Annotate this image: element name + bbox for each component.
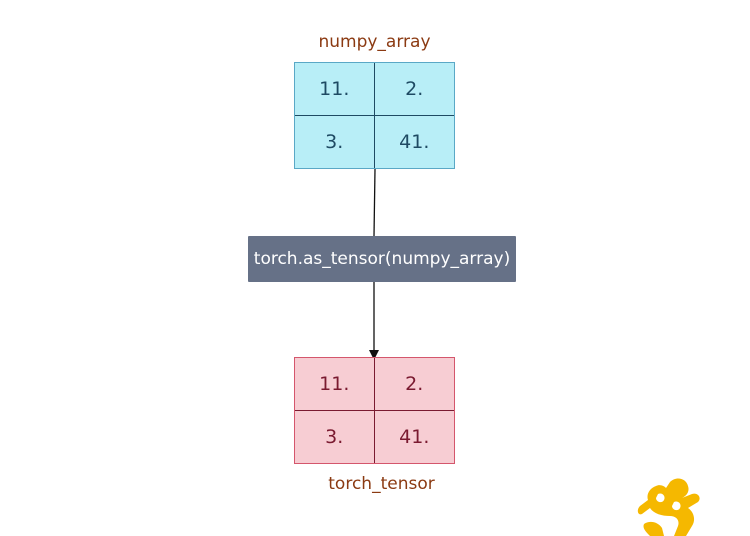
- operation-box: torch.as_tensor(numpy_array): [248, 236, 516, 282]
- numpy-cell-0-0: 11.: [295, 63, 375, 116]
- torch-cell-1-0: 3.: [295, 410, 375, 463]
- numpy-array-grid: 11. 2. 3. 41.: [294, 62, 455, 169]
- numpy-cell-0-1: 2.: [374, 63, 454, 116]
- numpy-cell-1-0: 3.: [295, 115, 375, 168]
- yellow-figure-logo-icon: [637, 478, 700, 536]
- operation-label: torch.as_tensor(numpy_array): [253, 249, 511, 269]
- numpy-cell-1-1: 41.: [399, 130, 430, 153]
- connector-numpy-to-op: [373, 168, 376, 237]
- torch-cell-0-1: 2.: [374, 358, 454, 411]
- torch-cell-0-0: 11.: [295, 358, 375, 411]
- torch-cell-1-1: 41.: [399, 425, 430, 448]
- numpy-array-label: numpy_array: [318, 32, 431, 52]
- torch-tensor-grid: 11. 2. 3. 41.: [294, 357, 455, 464]
- torch-tensor-label: torch_tensor: [328, 474, 435, 494]
